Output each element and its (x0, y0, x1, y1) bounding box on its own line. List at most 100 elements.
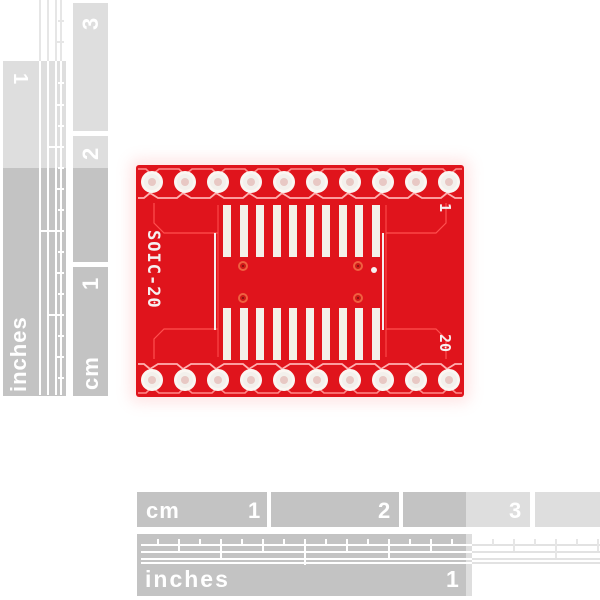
via (238, 293, 248, 303)
smd-pad (240, 308, 248, 360)
cm-segment-1 (73, 267, 108, 396)
through-hole (240, 369, 262, 391)
through-hole (306, 369, 328, 391)
inch-tick (304, 539, 306, 565)
inch-scale-line (472, 551, 600, 553)
bottom-cm-unit-label: cm (146, 498, 180, 523)
cm-segment-2-light (73, 136, 108, 168)
bottom-inch-ruler-fade (466, 534, 472, 596)
via (353, 261, 363, 271)
through-hole (438, 171, 460, 193)
pin-1-label: 1 (436, 203, 454, 213)
inch-tick (58, 293, 64, 295)
through-hole (174, 171, 196, 193)
through-hole (207, 369, 229, 391)
smd-pad (339, 308, 347, 360)
inch-tick (513, 539, 515, 551)
through-hole (372, 171, 394, 193)
through-hole (339, 369, 361, 391)
inch-tick (409, 539, 411, 545)
inch-tick (262, 539, 264, 551)
board-traces (153, 203, 447, 359)
inch-tick (58, 377, 64, 379)
left-inch-ruler-unit-label: inches (6, 316, 31, 392)
inch-tick (47, 146, 64, 148)
left-cm-ruler-tick-2: 2 (78, 147, 103, 160)
inch-scale-line (472, 562, 600, 564)
inch-scale-line (141, 562, 472, 564)
smd-pad (322, 308, 330, 360)
through-hole (141, 369, 163, 391)
through-hole (339, 171, 361, 193)
inch-tick (555, 539, 557, 558)
inch-tick (492, 539, 494, 545)
pin1-indicator-dot (371, 267, 377, 273)
bottom-cm-tick-1: 1 (248, 498, 261, 523)
inch-scale-line (47, 0, 49, 61)
inch-scale-line (141, 558, 472, 560)
through-hole (273, 171, 295, 193)
inch-tick (58, 335, 64, 337)
inch-tick (55, 104, 64, 106)
smd-pad (223, 205, 231, 257)
inch-tick (55, 356, 64, 358)
smd-pad (273, 308, 281, 360)
inch-tick (157, 539, 159, 545)
inch-tick (241, 539, 243, 545)
left-cm-ruler-tick-3: 3 (78, 17, 103, 30)
bottom-inch-unit-label: inches (145, 566, 230, 592)
inch-tick (283, 539, 285, 545)
through-hole (438, 369, 460, 391)
smd-pad (355, 308, 363, 360)
inch-tick (58, 82, 64, 84)
inch-tick (39, 230, 64, 232)
bottom-cm-tick-2: 2 (378, 498, 391, 523)
through-hole (306, 171, 328, 193)
through-hole (405, 171, 427, 193)
inch-scale-line (55, 0, 57, 61)
inch-scale-line (39, 0, 41, 61)
silkscreen-left-line (214, 233, 216, 330)
silkscreen-right-line (382, 233, 384, 330)
inch-tick (325, 539, 327, 545)
smd-pad (256, 205, 264, 257)
smd-pad (223, 308, 231, 360)
inch-tick (346, 539, 348, 551)
inch-tick (451, 539, 453, 545)
inch-tick (220, 539, 222, 558)
inch-scale-line (47, 61, 49, 395)
smd-pad (256, 308, 264, 360)
through-hole (174, 369, 196, 391)
inch-scale-line (39, 61, 41, 395)
smd-pad (240, 205, 248, 257)
inch-tick (58, 209, 64, 211)
inch-tick (58, 251, 64, 253)
via (238, 261, 248, 271)
bottom-cm-segment-3-light (466, 492, 530, 527)
inch-scale-line (60, 61, 62, 395)
inch-tick (55, 272, 64, 274)
smd-pad (273, 205, 281, 257)
bottom-cm-segment-2 (271, 492, 399, 527)
bottom-inch-tick-1: 1 (446, 566, 459, 592)
inch-tick (388, 539, 390, 558)
cm-segment-3 (73, 3, 108, 131)
inch-tick (58, 167, 64, 169)
through-hole (240, 171, 262, 193)
inch-scale-line (472, 558, 600, 560)
through-hole (372, 369, 394, 391)
through-hole (207, 171, 229, 193)
smd-pad (289, 308, 297, 360)
bottom-cm-tick-3: 3 (509, 498, 522, 523)
bottom-cm-segment-3-dark (403, 492, 466, 527)
through-hole (405, 369, 427, 391)
soic20-breakout-board: SOIC-20 1 20 (136, 165, 464, 397)
smd-pad (372, 205, 380, 257)
inch-scale-line (141, 551, 472, 553)
left-cm-ruler-unit-label: cm (78, 356, 103, 390)
package-label: SOIC-20 (143, 230, 163, 309)
inch-tick (367, 539, 369, 545)
inch-scale-line (472, 544, 600, 546)
bottom-cm-segment-1 (137, 492, 267, 527)
inch-tick (55, 41, 64, 43)
